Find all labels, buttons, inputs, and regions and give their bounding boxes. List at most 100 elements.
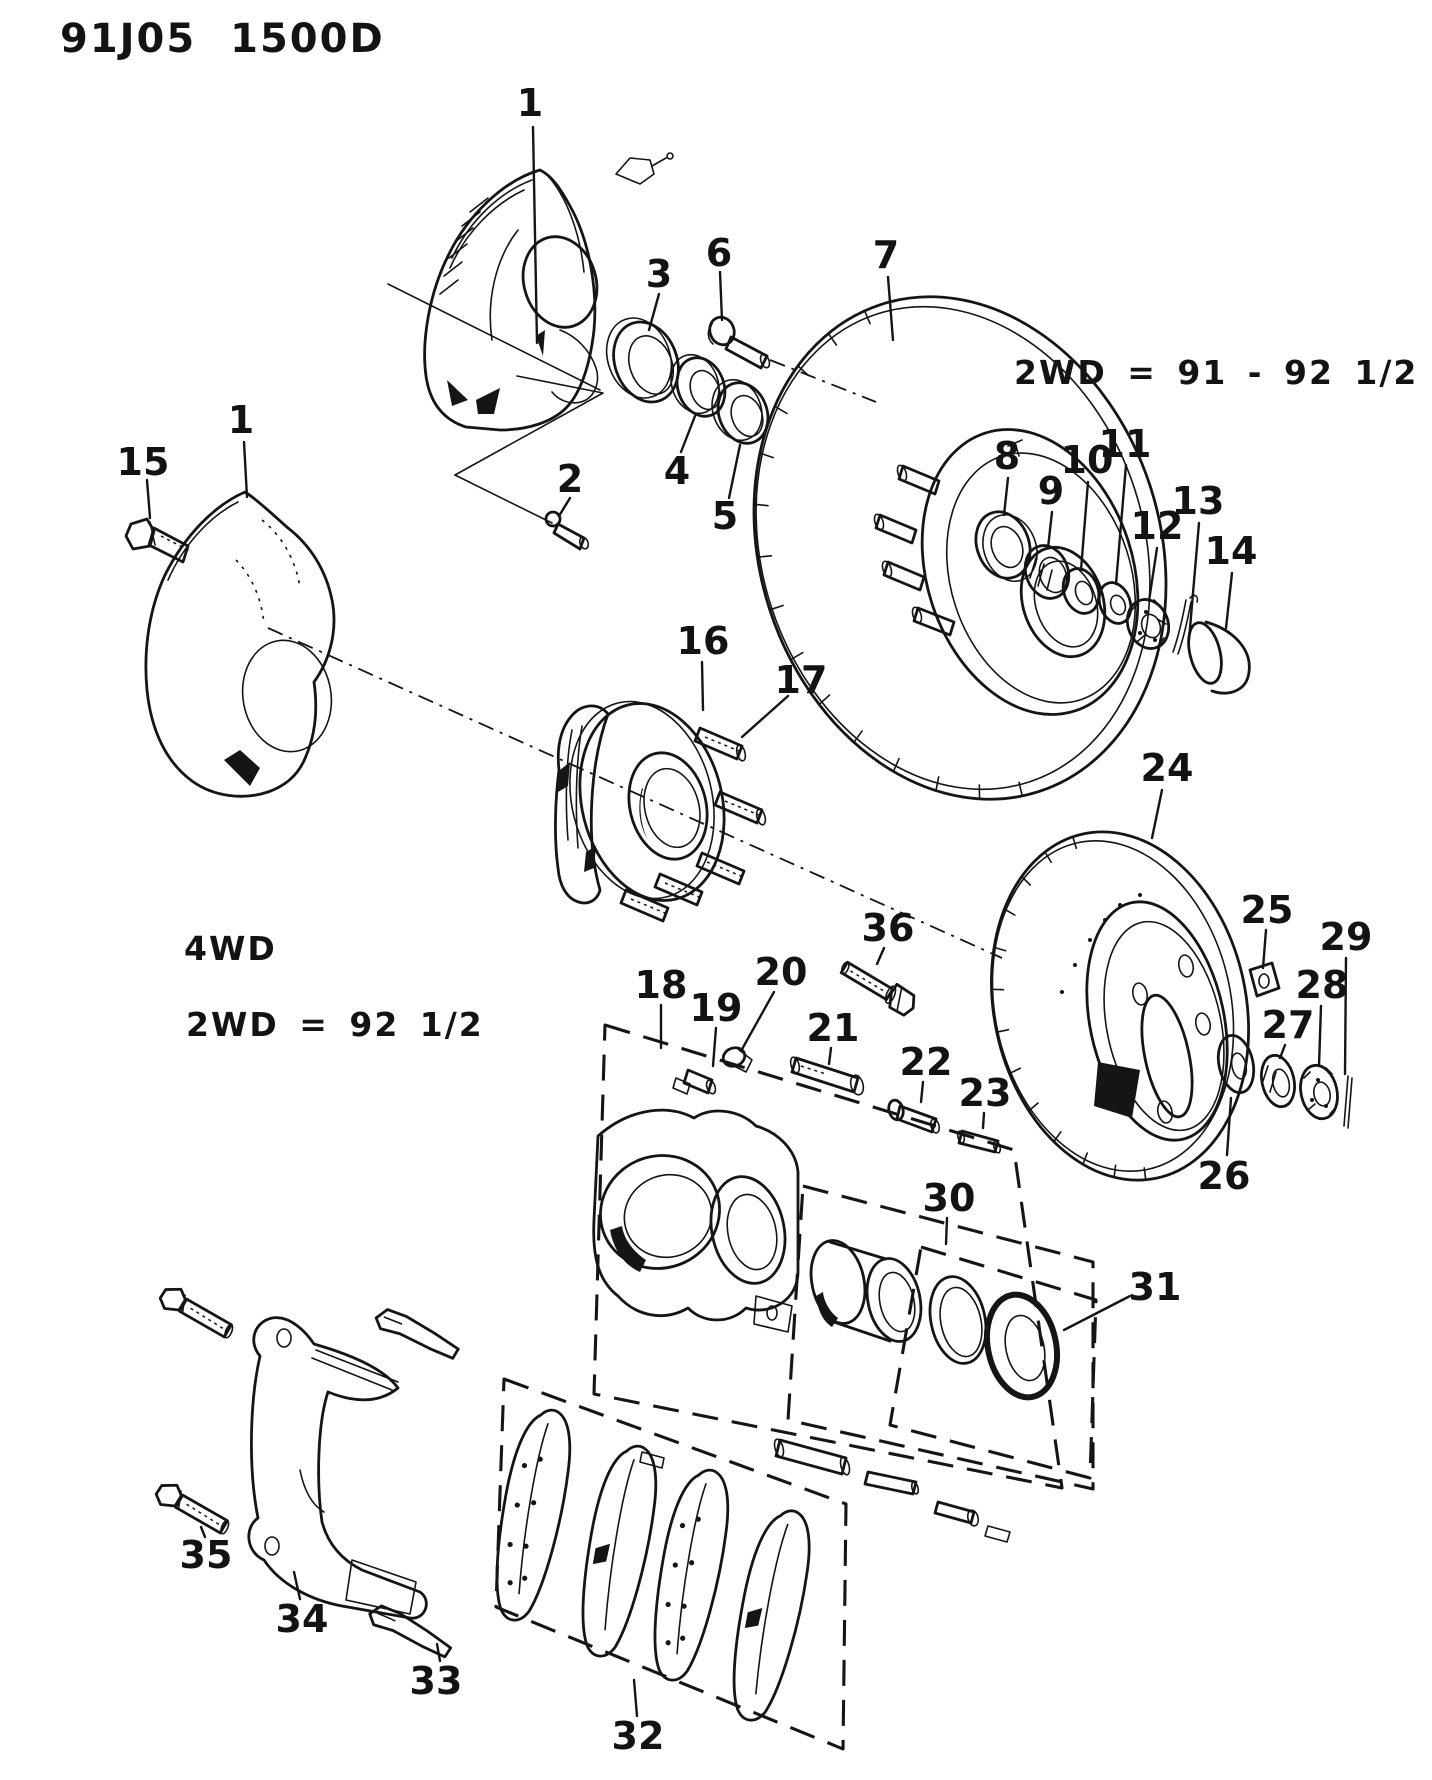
- rim-tick: [1018, 781, 1024, 797]
- hub-bolt-6: [707, 315, 877, 403]
- anti-rattle-clip-33: [362, 1602, 458, 1660]
- callout-leader-21: [827, 1046, 833, 1066]
- brake-pad: [647, 1464, 734, 1686]
- rim-tick: [892, 757, 900, 773]
- rim-tick: [1143, 1167, 1147, 1181]
- guide-pin-21: [789, 1056, 865, 1096]
- brake-rotor-2wd-7: [752, 295, 1168, 801]
- callout-leader-13: [1187, 521, 1201, 642]
- callout-15: 15: [117, 440, 170, 484]
- caliper-piston-30: [809, 1239, 923, 1343]
- callout-24: 24: [1141, 746, 1194, 790]
- callout-leader-7: [886, 275, 895, 342]
- wheel-studs-rotor7: [873, 464, 956, 637]
- shield-bolt-15: [124, 517, 193, 564]
- callout-leader-1: [242, 440, 249, 499]
- guide-pin-sleeve: [639, 1438, 851, 1476]
- rim-tick: [1008, 1067, 1022, 1075]
- callout-leader-23: [981, 1111, 986, 1130]
- bearing-cup-8: [974, 510, 1038, 582]
- rim-tick: [1028, 1102, 1039, 1112]
- callout-5: 5: [712, 494, 738, 538]
- bearing-ring-4: [670, 353, 727, 418]
- callout-4: 4: [664, 449, 690, 493]
- callout-leader-17: [740, 694, 790, 739]
- rim-tick: [863, 310, 871, 325]
- callout-23: 23: [959, 1071, 1012, 1115]
- caliper-mount-bolt-36: [839, 960, 916, 1017]
- caliper-bolt-22: [887, 1098, 941, 1134]
- bearing-ring-5: [711, 378, 770, 445]
- brake-pad: [726, 1504, 816, 1727]
- callout-leader-6: [718, 270, 724, 322]
- piston-service-box-30: [786, 1184, 1095, 1491]
- callout-9: 9: [1038, 469, 1064, 513]
- callout-1: 1: [517, 81, 543, 125]
- rim-tick: [827, 332, 838, 346]
- dust-boot-31: [984, 1291, 1060, 1401]
- note-4wd: 4WD: [184, 929, 277, 968]
- callout-leader-16: [700, 660, 705, 712]
- callout-leader-31: [1062, 1294, 1132, 1332]
- callout-18: 18: [635, 963, 688, 1007]
- callout-leader-11: [1114, 463, 1128, 586]
- wheel-studs-17: [619, 726, 767, 923]
- callout-27: 27: [1262, 1003, 1315, 1047]
- page-title: 91J05 1500D: [60, 16, 385, 62]
- castle-nut-12: [1125, 598, 1171, 650]
- callout-35: 35: [180, 1533, 233, 1577]
- callout-17: 17: [775, 658, 828, 702]
- callout-19: 19: [690, 986, 743, 1030]
- callout-leader-28: [1317, 1004, 1323, 1068]
- rim-tick: [774, 405, 788, 415]
- callout-8: 8: [994, 434, 1020, 478]
- callout-3: 3: [646, 252, 672, 296]
- seal-kit-box-31: [888, 1245, 1098, 1480]
- caliper-bracket-34: [247, 1316, 428, 1620]
- note-2wd-92: 2WD = 92 1/2: [186, 1005, 484, 1044]
- washer-26: [1216, 1034, 1256, 1094]
- rim-tick: [753, 503, 769, 507]
- callout-leader-33: [435, 1642, 442, 1663]
- dust-shield-4wd: [144, 490, 336, 798]
- wheel-bearing-9: [1023, 544, 1071, 600]
- callout-leader-5: [727, 443, 742, 500]
- caliper-bolt-23: [956, 1129, 1002, 1154]
- rim-tick: [995, 1028, 1010, 1033]
- rim-tick: [756, 554, 773, 559]
- brake-pads-32: [489, 1404, 816, 1727]
- pad-kit-box-32: [494, 1377, 848, 1751]
- bleeder-cap-20: [721, 1046, 753, 1073]
- callout-leader-25: [1261, 928, 1268, 970]
- callout-20: 20: [755, 950, 808, 994]
- rim-tick: [768, 604, 784, 611]
- callout-28: 28: [1296, 963, 1349, 1007]
- bearing-27: [1260, 1053, 1296, 1109]
- shield-rim-hatching: [439, 197, 489, 295]
- washer-11: [1097, 581, 1133, 625]
- callout-16: 16: [677, 619, 730, 663]
- bracket-bolt-upper: [158, 1287, 234, 1339]
- piston-seal-ring: [928, 1275, 988, 1365]
- callout-6: 6: [706, 231, 732, 275]
- rim-tick: [1003, 908, 1016, 916]
- fold-pointer-lines: [387, 283, 604, 524]
- callout-leader-1: [531, 125, 539, 345]
- callout-11: 11: [1099, 422, 1152, 466]
- hub-assembly-16: [554, 700, 767, 923]
- brake-rotor-4wd-24: [990, 830, 1250, 1182]
- note-2wd-91-92: 2WD = 91 - 92 1/2: [1014, 353, 1418, 392]
- grease-seal-3: [605, 317, 680, 404]
- dust-shield-2wd: [423, 152, 674, 432]
- spindle-nut-28: [1299, 1063, 1339, 1121]
- callout-12: 12: [1131, 504, 1184, 548]
- rim-tick: [1053, 1131, 1062, 1143]
- callout-29: 29: [1320, 915, 1373, 959]
- rim-tick: [789, 651, 804, 661]
- pad-rivets: [507, 1456, 543, 1586]
- callout-leader-19: [711, 1026, 718, 1068]
- callout-leader-34: [292, 1570, 302, 1601]
- callout-leader-20: [739, 990, 776, 1053]
- callout-34: 34: [276, 1597, 329, 1641]
